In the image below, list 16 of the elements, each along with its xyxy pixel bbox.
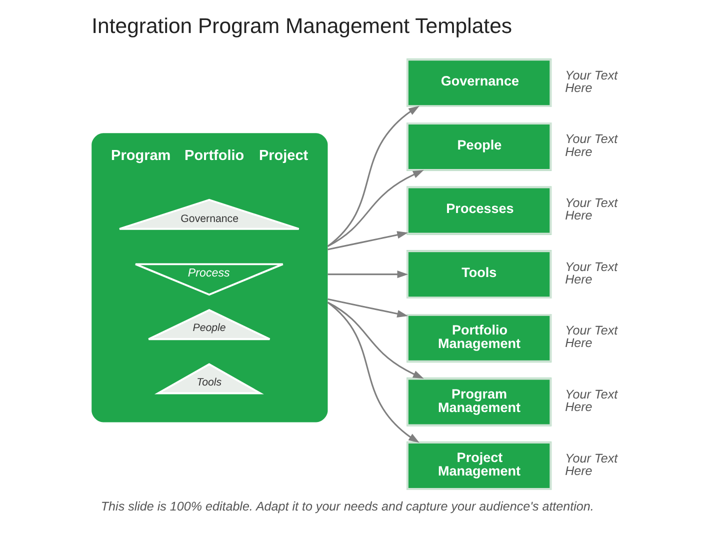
- diagram-title: Integration Program Management Templates: [91, 14, 512, 38]
- node-label: Your Text Here: [564, 132, 618, 159]
- node-label: Your Text Here: [564, 387, 618, 414]
- node-label: Your Text Here: [564, 260, 618, 286]
- arrow: [326, 302, 424, 379]
- caption: This slide is 100% editable. Adapt it to your needs and capture your audience's attention.: [100, 500, 594, 514]
- node-label: Your Text Here: [564, 68, 618, 95]
- arrow: [326, 302, 419, 443]
- arrow: [327, 270, 408, 278]
- node-label: Your Text Here: [564, 324, 618, 350]
- node-label: Your Text Here: [564, 451, 618, 478]
- arrow: [327, 298, 408, 318]
- node-label: Your Text Here: [564, 196, 618, 223]
- arrow: [327, 231, 408, 250]
- arrow: [326, 170, 424, 247]
- arrow: [326, 106, 419, 247]
